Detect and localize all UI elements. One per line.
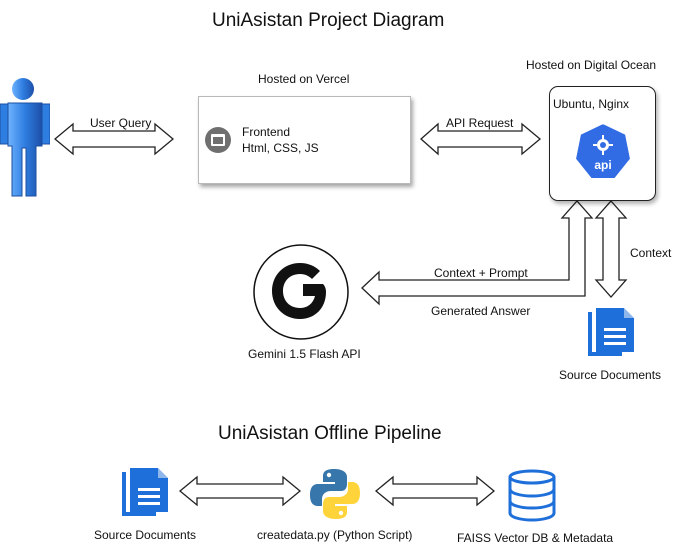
gemini-label: Gemini 1.5 Flash API bbox=[248, 347, 361, 361]
server-box: Ubuntu, Nginx api bbox=[549, 86, 656, 201]
hosted-vercel-label: Hosted on Vercel bbox=[258, 72, 350, 86]
database-icon bbox=[508, 469, 556, 522]
context-prompt-label: Context + Prompt bbox=[434, 266, 528, 280]
user-query-arrow bbox=[53, 122, 175, 156]
user-query-label: User Query bbox=[90, 116, 152, 130]
document-icon bbox=[588, 308, 634, 356]
frontend-subtitle: Html, CSS, JS bbox=[242, 141, 319, 155]
frontend-title: Frontend bbox=[242, 125, 291, 139]
user-figure-icon bbox=[0, 78, 50, 197]
pipeline-arrow-left bbox=[178, 475, 302, 507]
python-logo-icon bbox=[310, 469, 360, 519]
api-request-arrow bbox=[420, 122, 542, 156]
pipeline-arrow-right bbox=[374, 475, 496, 507]
db-label: FAISS Vector DB & Metadata bbox=[457, 531, 614, 545]
pipeline-document-icon bbox=[122, 468, 168, 516]
pipeline-source-docs-label: Source Documents bbox=[94, 528, 197, 542]
api-badge-text: api bbox=[594, 158, 611, 172]
server-label: Ubuntu, Nginx bbox=[553, 97, 630, 111]
generated-answer-label: Generated Answer bbox=[431, 304, 531, 318]
pipeline-title: UniAsistan Offline Pipeline bbox=[218, 423, 442, 444]
python-script-label: createdata.py (Python Script) bbox=[257, 528, 413, 542]
diagram-title: UniAsistan Project Diagram bbox=[212, 10, 445, 31]
gemini-arrow bbox=[361, 200, 594, 306]
context-arrow bbox=[594, 200, 628, 298]
hosted-do-label: Hosted on Digital Ocean bbox=[526, 58, 657, 72]
frontend-box: Frontend Html, CSS, JS bbox=[198, 96, 411, 184]
api-helm-icon: api bbox=[573, 121, 633, 180]
google-g-icon bbox=[253, 244, 349, 340]
context-label: Context bbox=[630, 246, 672, 260]
source-docs-label: Source Documents bbox=[559, 368, 662, 382]
api-request-label: API Request bbox=[446, 116, 514, 130]
browser-window-icon bbox=[205, 127, 231, 153]
